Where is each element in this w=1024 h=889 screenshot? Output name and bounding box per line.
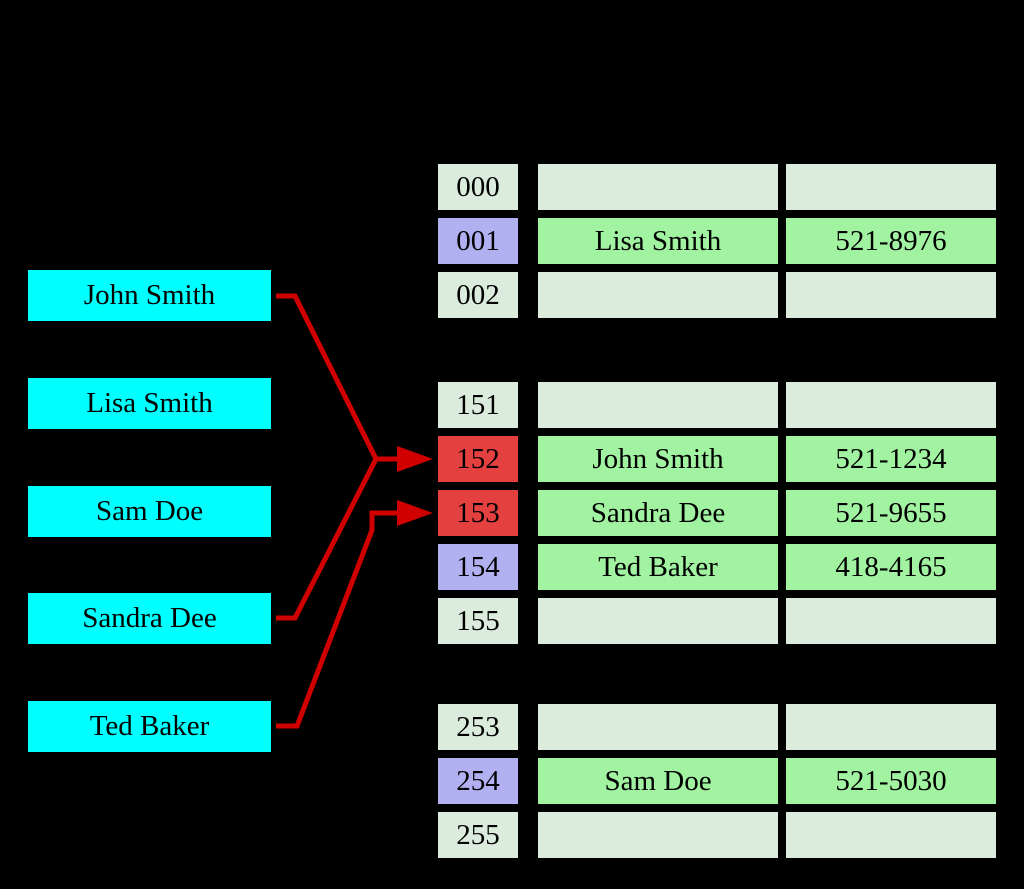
arrow-sandra-dee-to-152	[276, 457, 379, 621]
entry-name-255	[538, 812, 778, 858]
entry-phone-255	[786, 812, 996, 858]
bucket-index-002: 002	[438, 272, 518, 318]
entry-row-002	[538, 272, 996, 318]
entry-phone-155	[786, 598, 996, 644]
entry-phone-253	[786, 704, 996, 750]
bucket-index-155: 155	[438, 598, 518, 644]
bucket-index-152: 152	[438, 436, 518, 482]
bucket-index-column-151-155: 151 152 153 154 155	[433, 378, 523, 648]
entry-row-253	[538, 704, 996, 750]
entries-table-253-255: Sam Doe 521-5030	[534, 700, 1000, 862]
key-label-sam-doe: Sam Doe	[95, 495, 204, 527]
entry-phone-153: 521-9655	[786, 490, 996, 536]
bucket-index-151: 151	[438, 382, 518, 428]
bucket-index-154: 154	[438, 544, 518, 590]
entry-row-154: Ted Baker 418-4165	[538, 544, 996, 590]
key-label-sandra-dee: Sandra Dee	[82, 602, 217, 634]
entry-phone-152: 521-1234	[786, 436, 996, 482]
arrowhead-bucket-152-icon	[397, 446, 433, 472]
key-box-ted-baker: Ted Baker	[28, 701, 271, 752]
entry-name-155	[538, 598, 778, 644]
entry-row-155	[538, 598, 996, 644]
bucket-index-254: 254	[438, 758, 518, 804]
entry-row-000	[538, 164, 996, 210]
entry-name-151	[538, 382, 778, 428]
arrow-john-smith-to-152	[276, 293, 398, 462]
key-box-john-smith: John Smith	[28, 270, 271, 321]
entry-row-255	[538, 812, 996, 858]
entry-name-002	[538, 272, 778, 318]
entry-phone-002	[786, 272, 996, 318]
entry-name-253	[538, 704, 778, 750]
arrow-ted-baker-to-153	[276, 510, 398, 729]
key-box-sam-doe: Sam Doe	[28, 486, 271, 537]
key-label-ted-baker: Ted Baker	[89, 710, 210, 742]
arrowhead-bucket-153-icon	[397, 500, 433, 526]
entry-row-254: Sam Doe 521-5030	[538, 758, 996, 804]
key-box-sandra-dee: Sandra Dee	[28, 593, 271, 644]
entry-row-152: John Smith 521-1234	[538, 436, 996, 482]
bucket-index-153: 153	[438, 490, 518, 536]
entry-name-153: Sandra Dee	[538, 490, 778, 536]
bucket-index-253: 253	[438, 704, 518, 750]
entry-phone-154: 418-4165	[786, 544, 996, 590]
entry-phone-000	[786, 164, 996, 210]
entry-name-152: John Smith	[538, 436, 778, 482]
entries-table-151-155: John Smith 521-1234 Sandra Dee 521-9655 …	[534, 378, 1000, 648]
entry-phone-001: 521-8976	[786, 218, 996, 264]
bucket-index-001: 001	[438, 218, 518, 264]
entry-name-154: Ted Baker	[538, 544, 778, 590]
entry-row-153: Sandra Dee 521-9655	[538, 490, 996, 536]
bucket-index-255: 255	[438, 812, 518, 858]
key-label-lisa-smith: Lisa Smith	[86, 387, 213, 419]
entry-name-254: Sam Doe	[538, 758, 778, 804]
entry-row-151	[538, 382, 996, 428]
entries-table-000-002: Lisa Smith 521-8976	[534, 160, 1000, 322]
bucket-index-column-253-255: 253 254 255	[433, 700, 523, 862]
entry-row-001: Lisa Smith 521-8976	[538, 218, 996, 264]
bucket-index-column-000-002: 000 001 002	[433, 160, 523, 322]
key-box-lisa-smith: Lisa Smith	[28, 378, 271, 429]
bucket-index-000: 000	[438, 164, 518, 210]
entry-phone-151	[786, 382, 996, 428]
entry-phone-254: 521-5030	[786, 758, 996, 804]
entry-name-000	[538, 164, 778, 210]
key-label-john-smith: John Smith	[83, 279, 216, 311]
entry-name-001: Lisa Smith	[538, 218, 778, 264]
